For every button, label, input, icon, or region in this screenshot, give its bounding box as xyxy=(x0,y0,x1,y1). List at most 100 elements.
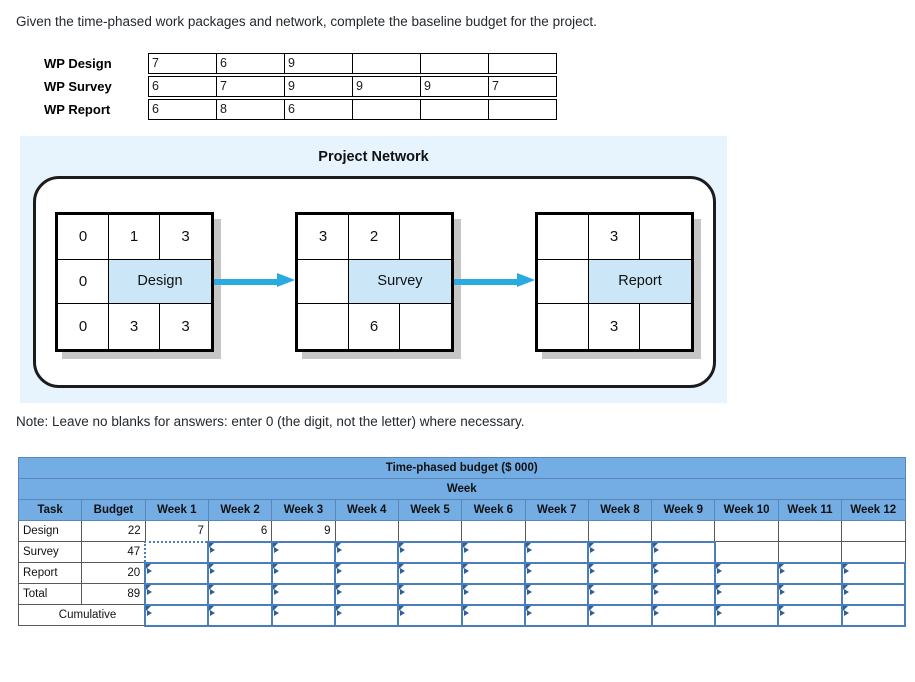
cumulative-input-cell[interactable] xyxy=(144,603,210,627)
cumulative-input-cell[interactable] xyxy=(777,603,843,627)
node-task-name: Design xyxy=(109,259,211,305)
budget-input-cell[interactable] xyxy=(650,540,716,564)
budget-week-cell: 9 xyxy=(271,520,336,542)
budget-input-cell[interactable] xyxy=(207,582,273,606)
cumulative-label: Cumulative xyxy=(18,604,146,626)
budget-input-cell[interactable] xyxy=(587,561,653,585)
budget-total-value: 20 xyxy=(81,562,146,584)
budget-input-cell[interactable] xyxy=(587,582,653,606)
budget-input-cell[interactable] xyxy=(270,582,337,606)
cumulative-input-cell[interactable] xyxy=(460,603,527,627)
budget-week-cell xyxy=(461,520,526,542)
node-bottom-cell xyxy=(538,304,589,349)
budget-input-cell[interactable] xyxy=(270,561,337,585)
budget-input-cell[interactable] xyxy=(460,540,527,564)
arrow-head xyxy=(517,273,535,287)
budget-input-cell[interactable] xyxy=(460,561,527,585)
wp-cell: 9 xyxy=(420,76,489,97)
budget-column-header: Week 2 xyxy=(207,499,273,521)
budget-input-cell[interactable] xyxy=(144,561,210,585)
budget-input-cell[interactable] xyxy=(713,561,780,585)
budget-task-name: Total xyxy=(17,583,83,605)
node-top-cell xyxy=(400,215,451,260)
budget-input-cell[interactable] xyxy=(460,582,527,606)
budget-input-cell[interactable] xyxy=(840,582,907,606)
budget-task-name: Survey xyxy=(17,541,83,563)
question-prompt: Given the time-phased work packages and … xyxy=(16,14,597,29)
cumulative-input-cell[interactable] xyxy=(840,603,907,627)
budget-input-cell[interactable] xyxy=(144,582,210,606)
cumulative-input-cell[interactable] xyxy=(270,603,337,627)
budget-input-cell[interactable] xyxy=(650,582,716,606)
node-bottom-cell xyxy=(640,304,691,349)
budget-input-cell[interactable] xyxy=(207,561,273,585)
budget-input-cell[interactable] xyxy=(840,561,907,585)
wp-row-label: WP Survey xyxy=(44,79,112,94)
budget-week-cell xyxy=(841,541,906,563)
budget-input-cell[interactable] xyxy=(397,540,463,564)
budget-input-cell[interactable] xyxy=(587,540,653,564)
cumulative-input-cell[interactable] xyxy=(334,603,400,627)
budget-column-header: Week 1 xyxy=(144,499,209,521)
wp-cell: 6 xyxy=(148,99,217,120)
budget-input-cell[interactable] xyxy=(523,582,590,606)
node-bottom-cell: 6 xyxy=(349,304,400,349)
budget-input-cell[interactable] xyxy=(334,582,400,606)
budget-week-cell xyxy=(777,520,843,542)
node-top-cell xyxy=(640,215,691,260)
cumulative-input-cell[interactable] xyxy=(207,603,273,627)
cumulative-input-cell[interactable] xyxy=(713,603,780,627)
node-top-cell xyxy=(538,215,589,260)
node-bottom-cell xyxy=(298,304,349,349)
budget-input-cell[interactable] xyxy=(270,540,337,564)
project-network-title: Project Network xyxy=(318,149,429,165)
budget-task-name: Report xyxy=(17,562,83,584)
budget-week-cell xyxy=(334,520,399,542)
budget-column-header: Week 11 xyxy=(777,499,843,521)
budget-input-cell[interactable] xyxy=(397,582,463,606)
budget-cumulative-row: Cumulative xyxy=(18,603,907,627)
budget-input-cell[interactable] xyxy=(523,540,590,564)
node-top-cell: 3 xyxy=(160,215,211,260)
arrow-head xyxy=(277,273,295,287)
budget-input-cell[interactable] xyxy=(334,561,400,585)
budget-column-header: Week 8 xyxy=(587,499,653,521)
cumulative-input-cell[interactable] xyxy=(587,603,653,627)
node-bottom-cell: 0 xyxy=(58,304,109,349)
budget-input-cell[interactable] xyxy=(713,582,780,606)
budget-input-cell[interactable] xyxy=(207,540,273,564)
cumulative-input-cell[interactable] xyxy=(650,603,716,627)
node-bottom-cell: 3 xyxy=(589,304,640,349)
cumulative-input-cell[interactable] xyxy=(397,603,463,627)
budget-input-cell[interactable] xyxy=(777,582,843,606)
budget-input-cell[interactable] xyxy=(523,561,590,585)
budget-input-cell[interactable] xyxy=(650,561,716,585)
arrow-line xyxy=(214,279,278,285)
budget-column-header: Budget xyxy=(81,499,146,521)
wp-cell xyxy=(420,99,489,120)
node-top-cell: 2 xyxy=(349,215,400,260)
budget-column-header: Week 7 xyxy=(524,499,589,521)
budget-input-cell[interactable] xyxy=(334,540,400,564)
wp-cell xyxy=(488,53,557,74)
budget-input-cell[interactable] xyxy=(777,561,843,585)
node-mid-left-cell xyxy=(298,259,349,305)
budget-input-cell[interactable] xyxy=(397,561,463,585)
network-arrow-icon xyxy=(454,273,535,289)
wp-cell: 8 xyxy=(216,99,285,120)
budget-week-cell: 6 xyxy=(207,520,273,542)
budget-input-cell[interactable] xyxy=(144,540,210,564)
budget-total-value: 22 xyxy=(81,520,146,542)
node-task-name: Report xyxy=(589,259,691,305)
cumulative-input-cell[interactable] xyxy=(523,603,590,627)
